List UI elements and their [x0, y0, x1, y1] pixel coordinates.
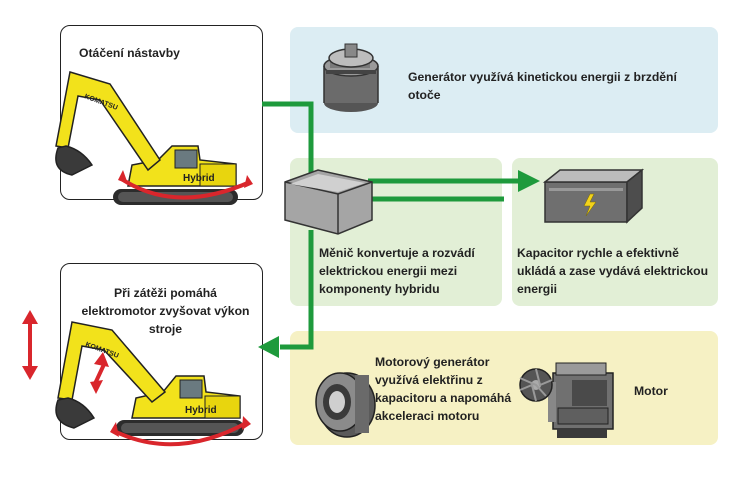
generator-image [323, 43, 379, 112]
inverter-text: Měnič konvertuje a rozvádí elektrickou e… [319, 246, 475, 296]
flow-line-inverter-to-assist [280, 230, 314, 350]
hybrid-badge-top: Hybrid [183, 173, 215, 184]
capacitor-image [542, 168, 645, 224]
excavator-swing-image: Hybrid KOMATSU [55, 71, 253, 205]
capacitor-text: Kapacitor rychle a efektivně ukládá a za… [517, 246, 709, 296]
inverter-image [284, 169, 373, 235]
motor-generator-image [315, 372, 376, 438]
assist-title: Při zátěži pomáhá elektromotor zvyšovat … [81, 286, 250, 336]
excavator-assist-image: Hybrid KOMATSU [22, 310, 251, 447]
engine-label: Motor [634, 384, 668, 398]
energy-flow-arrows [262, 101, 522, 350]
arrow-head-to-assist [258, 336, 279, 358]
flow-line-swing-to-inverter [262, 101, 314, 180]
generator-text: Generátor využívá kinetickou energii z b… [408, 70, 677, 102]
motor-generator-text: Motorový generátor využívá elektřinu z k… [375, 355, 512, 423]
lightning-icon [583, 193, 597, 217]
arrow-head-to-capacitor [518, 170, 540, 192]
swing-title: Otáčení nástavby [79, 46, 180, 60]
engine-image [519, 362, 614, 438]
hybrid-badge-bottom: Hybrid [185, 405, 217, 416]
